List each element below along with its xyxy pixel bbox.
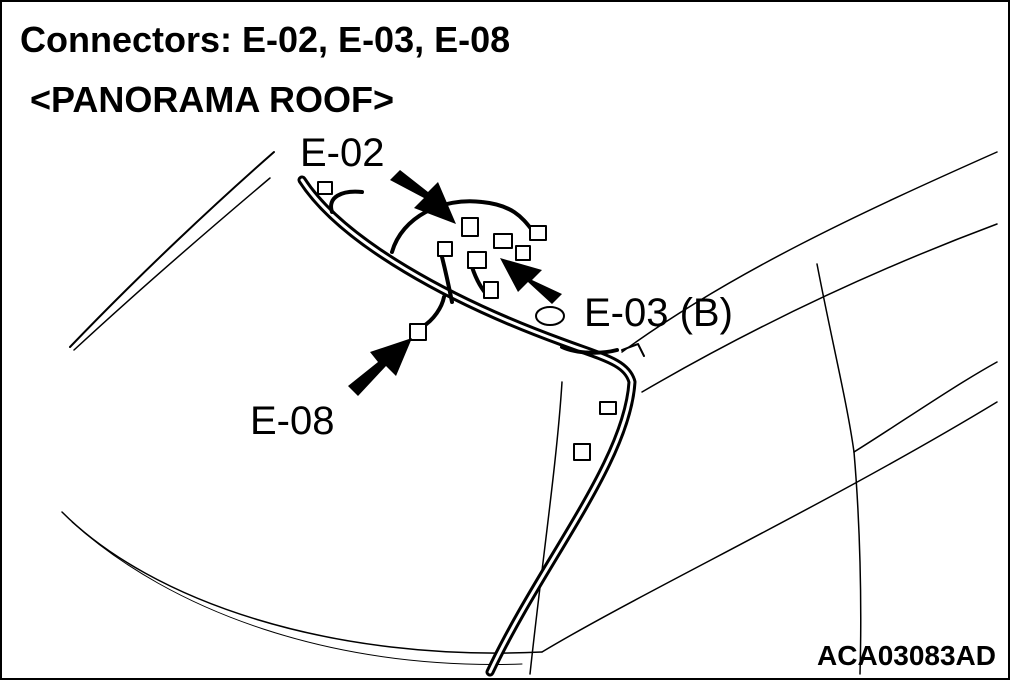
roof-mid-line — [641, 223, 998, 393]
roof-upper-line — [621, 151, 998, 353]
connector-e03 — [467, 251, 487, 269]
ground-terminal — [535, 306, 565, 326]
branch-wire-right — [560, 345, 619, 355]
connector-e03-d — [483, 281, 499, 299]
door-line-horizontal — [853, 361, 998, 453]
connector-e02 — [461, 217, 479, 237]
windshield-glass-bottom-edge — [71, 521, 523, 665]
windshield-inner-edge — [73, 177, 271, 351]
arrow-e08 — [348, 338, 412, 396]
branch-wire-left — [329, 189, 364, 214]
clip-right — [621, 343, 645, 357]
callout-e02: E-02 — [300, 131, 385, 175]
body-side-line — [541, 401, 998, 653]
diagram-subtitle: <PANORAMA ROOF> — [30, 79, 395, 120]
arrow-e03 — [500, 258, 562, 304]
connector-e02-c — [529, 225, 547, 241]
diagram-title: Connectors: E-02, E-03, E-08 — [20, 19, 511, 60]
connector-left-clip — [317, 181, 333, 195]
connector-e03-b — [437, 241, 453, 257]
connector-e03-c — [515, 245, 531, 261]
connector-e02-b — [493, 233, 513, 249]
door-line-lower — [853, 451, 862, 675]
connector-e08 — [409, 323, 427, 341]
windshield-glass-lower-edge — [61, 511, 543, 654]
figure-code: ACA03083AD — [817, 640, 996, 671]
callout-e08: E-08 — [250, 399, 335, 443]
door-line-upper — [816, 263, 855, 453]
main-harness-inner — [300, 178, 634, 674]
windshield-outer-edge — [69, 151, 275, 348]
pillar-clip-lower — [573, 443, 591, 461]
a-pillar-inner-line — [529, 381, 563, 675]
arrow-e02 — [390, 170, 456, 224]
branch-wire-e02-loop — [390, 199, 534, 254]
branch-wire-e02-down — [440, 255, 454, 304]
branch-wire-e08 — [420, 295, 446, 329]
callout-e03: E-03 (B) — [584, 291, 733, 335]
pillar-clip-upper — [599, 401, 617, 415]
